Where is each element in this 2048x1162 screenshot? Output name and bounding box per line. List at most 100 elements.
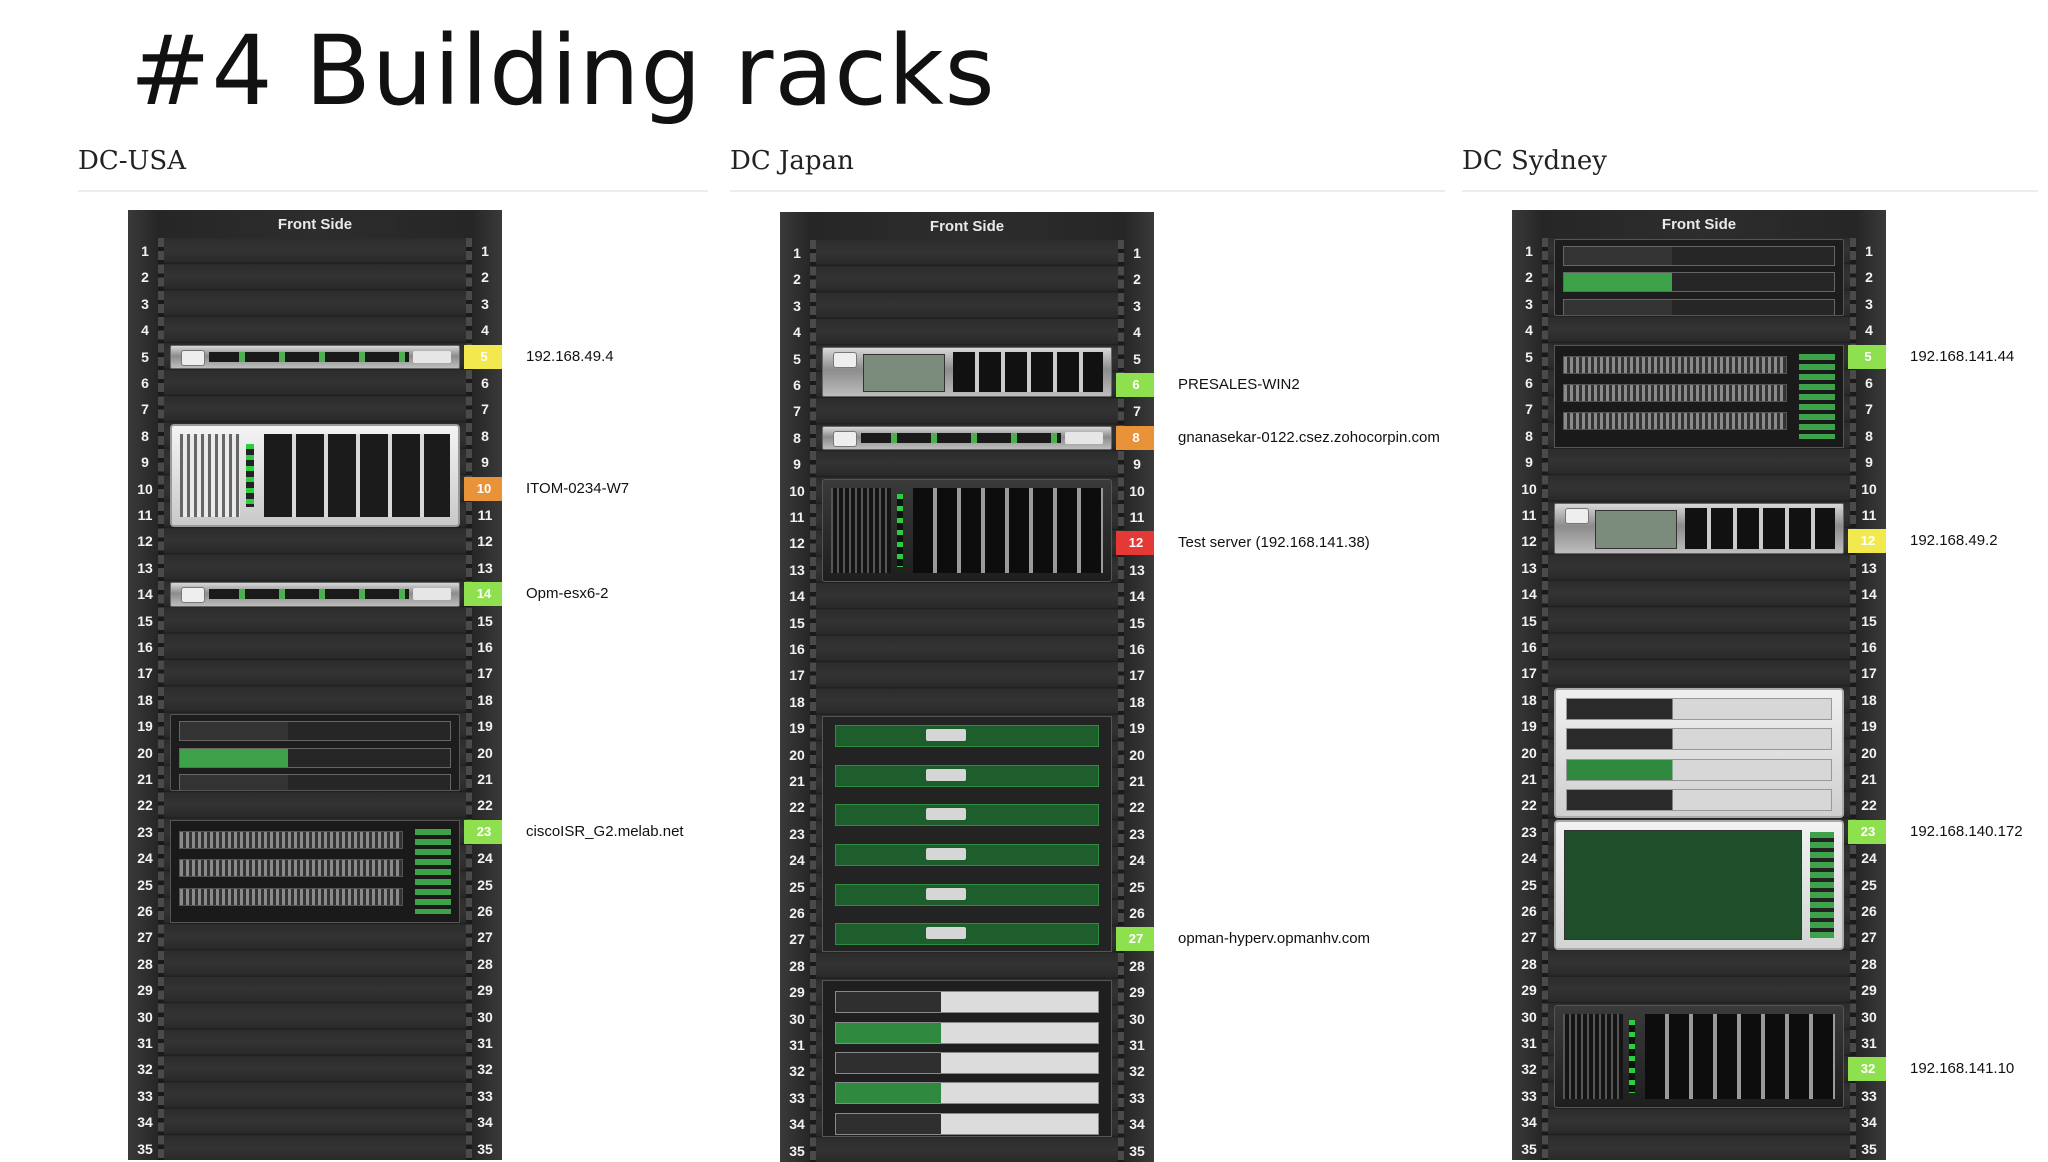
dc-usa-divider [78, 190, 708, 192]
unit-number-right: 33 [477, 1087, 493, 1104]
drive-strip [209, 351, 409, 362]
unit-number-left: 32 [137, 1061, 153, 1078]
server-1u[interactable] [822, 425, 1112, 451]
unit-number-left: 16 [1521, 639, 1537, 655]
disk-shelf [835, 923, 1099, 946]
power-knob [833, 430, 857, 447]
switch-module [1563, 272, 1835, 293]
unit-number-right: 1 [481, 243, 489, 259]
device-label[interactable]: 192.168.140.172 [1910, 822, 2023, 840]
unit-number-right: 27 [1861, 929, 1877, 946]
unit-status-marker[interactable]: 23 [1848, 819, 1886, 844]
server-4u[interactable] [1554, 1004, 1844, 1109]
unit-number-left: 22 [789, 799, 805, 816]
storage-module [1566, 758, 1832, 781]
device-label[interactable]: 192.168.141.44 [1910, 347, 2015, 365]
device-label[interactable]: PRESALES-WIN2 [1178, 376, 1300, 393]
unit-number-right: 9 [1133, 456, 1141, 473]
unit-status-marker[interactable]: 32 [1848, 1057, 1886, 1082]
dc-sydney-heading: DC Sydney [1462, 146, 1607, 176]
network-switch[interactable] [170, 714, 460, 792]
unit-number-left: 18 [789, 693, 805, 710]
rack-dc-japan[interactable]: Front Side112233445566778899101011111212… [780, 212, 1154, 1162]
power-knob [181, 587, 205, 604]
disk-shelf [835, 883, 1099, 906]
server-1u[interactable] [170, 582, 460, 607]
unit-number-right: 35 [1129, 1142, 1145, 1159]
unit-number-right: 14 [1861, 586, 1877, 603]
storage-module [835, 1082, 1099, 1105]
unit-number-left: 5 [141, 348, 149, 365]
device-label[interactable]: 192.168.141.10 [1910, 1060, 2015, 1078]
unit-number-left: 7 [141, 401, 149, 418]
unit-status-marker[interactable]: 14 [464, 582, 502, 607]
server-1u[interactable] [170, 344, 460, 369]
unit-number-left: 32 [789, 1063, 805, 1080]
unit-status-marker[interactable]: 5 [1848, 344, 1886, 369]
rack-front-label: Front Side [277, 216, 353, 233]
server-4u[interactable] [822, 478, 1112, 583]
unit-number-right: 25 [477, 876, 493, 893]
unit-number-right: 6 [481, 375, 489, 391]
patch-panel[interactable] [1554, 344, 1844, 449]
unit-number-left: 8 [1525, 427, 1533, 444]
unit-number-left: 10 [137, 480, 153, 497]
unit-number-right: 2 [481, 269, 489, 286]
unit-number-right: 1 [1865, 243, 1873, 259]
unit-number-left: 26 [1521, 903, 1537, 919]
unit-number-left: 27 [789, 931, 805, 948]
unit-status-marker[interactable]: 8 [1116, 425, 1154, 450]
unit-status-marker[interactable]: 12 [1116, 531, 1154, 556]
unit-number-left: 10 [1521, 480, 1537, 497]
server-2u[interactable] [1554, 503, 1844, 554]
storage-server-4u[interactable] [170, 423, 460, 528]
unit-number-right: 16 [1129, 641, 1145, 657]
status-leds [1629, 1019, 1635, 1094]
unit-number-right: 14 [1129, 588, 1145, 605]
nas-appliance[interactable] [1554, 819, 1844, 950]
rack-front-label: Front Side [929, 218, 1005, 235]
unit-number-right: 28 [1129, 957, 1145, 974]
unit-number-right: 33 [1129, 1089, 1145, 1106]
storage-enclosure[interactable] [1554, 687, 1844, 818]
device-label[interactable]: 192.168.49.2 [1910, 532, 1998, 550]
unit-number-left: 32 [1521, 1061, 1537, 1078]
unit-number-right: 21 [477, 771, 493, 787]
dc-sydney-divider [1462, 190, 2038, 192]
unit-status-marker[interactable]: 12 [1848, 529, 1886, 554]
unit-number-left: 19 [137, 718, 153, 735]
device-label[interactable]: gnanasekar-0122.csez.zohocorpin.com [1178, 428, 1440, 446]
device-label[interactable]: ITOM-0234-W7 [526, 479, 630, 497]
unit-number-left: 3 [1525, 295, 1533, 312]
unit-number-right: 19 [477, 718, 493, 735]
status-leds [897, 493, 903, 568]
rack-dc-sydney[interactable]: Front Side112233445566778899101011111212… [1512, 210, 1886, 1160]
device-label[interactable]: opman-hyperv.opmanhv.com [1178, 930, 1371, 948]
unit-number-left: 30 [1521, 1008, 1537, 1025]
device-label[interactable]: 192.168.49.4 [526, 347, 614, 365]
unit-status-marker[interactable]: 27 [1116, 927, 1154, 952]
unit-number-right: 27 [477, 929, 493, 946]
network-switch[interactable] [1554, 239, 1844, 317]
unit-number-left: 24 [1521, 850, 1537, 867]
rack-dc-usa[interactable]: Front Side112233445566778899101011111212… [128, 210, 502, 1160]
unit-number-left: 31 [1521, 1035, 1537, 1051]
storage-module [835, 1112, 1099, 1135]
unit-number-left: 30 [137, 1008, 153, 1025]
unit-status-marker[interactable]: 6 [1116, 373, 1154, 397]
device-label[interactable]: ciscoISR_G2.melab.net [526, 822, 684, 840]
disk-array[interactable] [822, 716, 1112, 952]
unit-number-right: 30 [1129, 1010, 1145, 1027]
device-label[interactable]: Test server (192.168.141.38) [1178, 534, 1370, 552]
unit-number-left: 4 [141, 322, 149, 339]
device-label[interactable]: Opm-esx6-2 [526, 585, 609, 603]
unit-number-right: 34 [1129, 1116, 1145, 1133]
unit-number-right: 10 [1861, 480, 1877, 497]
unit-status-marker[interactable]: 5 [464, 344, 502, 369]
unit-status-marker[interactable]: 23 [464, 819, 502, 844]
server-2u[interactable] [822, 346, 1112, 398]
patch-panel[interactable] [170, 819, 460, 924]
unit-status-marker[interactable]: 10 [464, 476, 502, 501]
unit-number-right: 22 [1129, 799, 1145, 816]
storage-enclosure[interactable] [822, 980, 1112, 1137]
